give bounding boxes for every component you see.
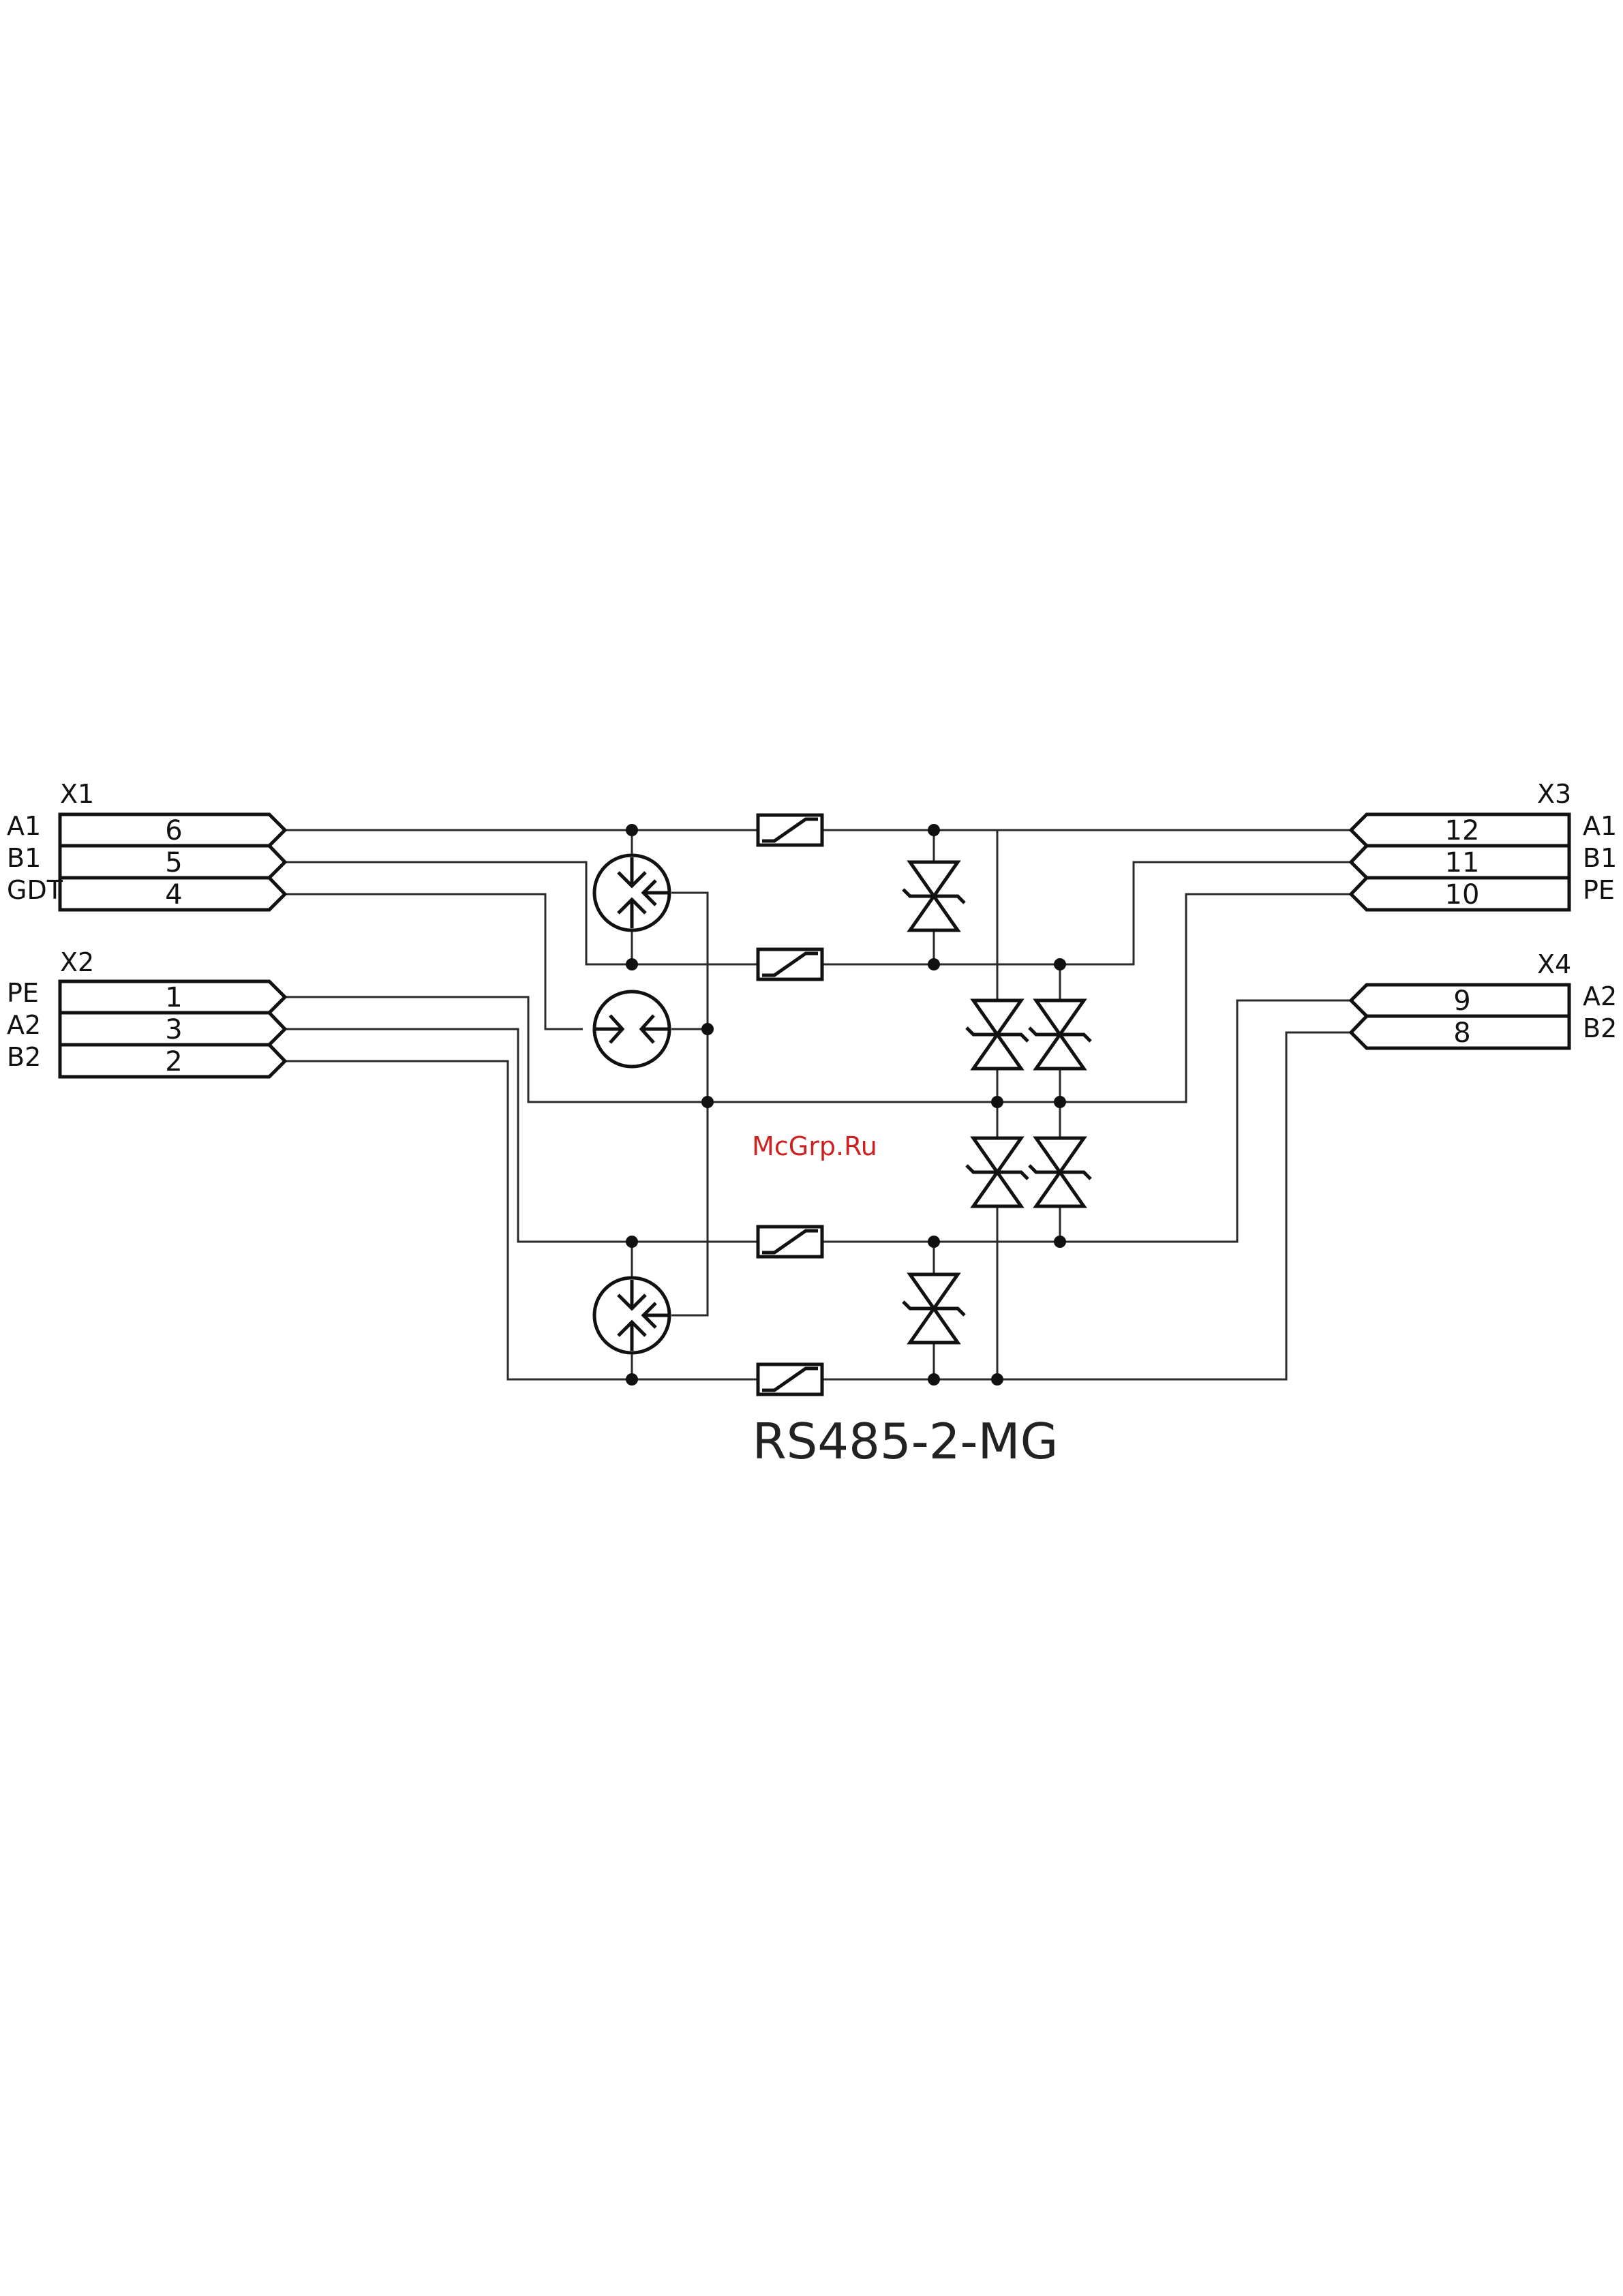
watermark-text: McGrp.Ru [752, 1131, 877, 1161]
connector-x1: X1 A1 B1 GDT 6 5 4 [7, 779, 285, 910]
wire-x1-gdt [283, 894, 583, 1029]
tvs-diode-4 [967, 1138, 1028, 1206]
connector-x3-name: X3 [1537, 779, 1571, 809]
connector-x4: X4 A2 B2 9 8 [1351, 949, 1617, 1049]
x2-pin-0: 1 [165, 982, 182, 1013]
ptc-fuse-1 [758, 815, 822, 845]
x3-pin-1: 11 [1445, 847, 1480, 878]
x2-label-0: PE [7, 978, 39, 1008]
junctions [626, 824, 1066, 1386]
x2-label-2: B2 [7, 1042, 41, 1072]
x3-pin-2: 10 [1445, 879, 1480, 910]
ptc-fuse-3 [758, 1227, 822, 1257]
gdt-3 [594, 1278, 671, 1353]
x4-pin-0: 9 [1453, 985, 1470, 1017]
ptc-fuses [758, 815, 822, 1394]
connector-x1-name: X1 [60, 779, 94, 809]
connector-x2: X2 PE A2 B2 1 3 2 [7, 947, 285, 1077]
gdt-1 [594, 855, 671, 930]
ptc-fuse-2 [758, 949, 822, 979]
x2-pin-1: 3 [165, 1014, 182, 1045]
gdt-2 [594, 992, 669, 1067]
x4-pin-1: 8 [1453, 1017, 1470, 1049]
wire-x2-pe [283, 894, 1352, 1102]
tvs-diode-5 [1029, 1138, 1091, 1206]
x1-pin-1: 5 [165, 847, 182, 878]
x3-label-0: A1 [1583, 811, 1617, 841]
wire-x2-b2 [283, 1032, 1352, 1379]
x4-label-0: A2 [1583, 981, 1617, 1011]
tvs-diode-3 [1029, 1000, 1091, 1069]
x2-pin-2: 2 [165, 1046, 182, 1077]
connector-x2-name: X2 [60, 947, 94, 977]
tvs-diode-1 [903, 862, 965, 930]
x2-label-1: A2 [7, 1010, 41, 1040]
x3-pin-0: 12 [1445, 815, 1480, 846]
tvs-diode-6 [903, 1274, 965, 1343]
wire-x2-a2 [283, 1000, 1352, 1242]
ptc-fuse-4 [758, 1364, 822, 1394]
x1-label-2: GDT [7, 875, 63, 905]
tvs-diode-2 [967, 1000, 1028, 1069]
x3-label-1: B1 [1583, 843, 1617, 873]
x3-label-2: PE [1583, 875, 1615, 905]
x1-label-0: A1 [7, 811, 41, 841]
diagram-title: RS485-2-MG [753, 1413, 1059, 1470]
connector-x4-name: X4 [1537, 949, 1571, 979]
x1-label-1: B1 [7, 843, 41, 873]
x1-pin-2: 4 [165, 879, 182, 910]
wires [283, 830, 1352, 1379]
x1-pin-0: 6 [165, 815, 182, 846]
x4-label-1: B2 [1583, 1013, 1617, 1043]
connector-x3: X3 A1 B1 PE 12 11 10 [1351, 779, 1617, 910]
